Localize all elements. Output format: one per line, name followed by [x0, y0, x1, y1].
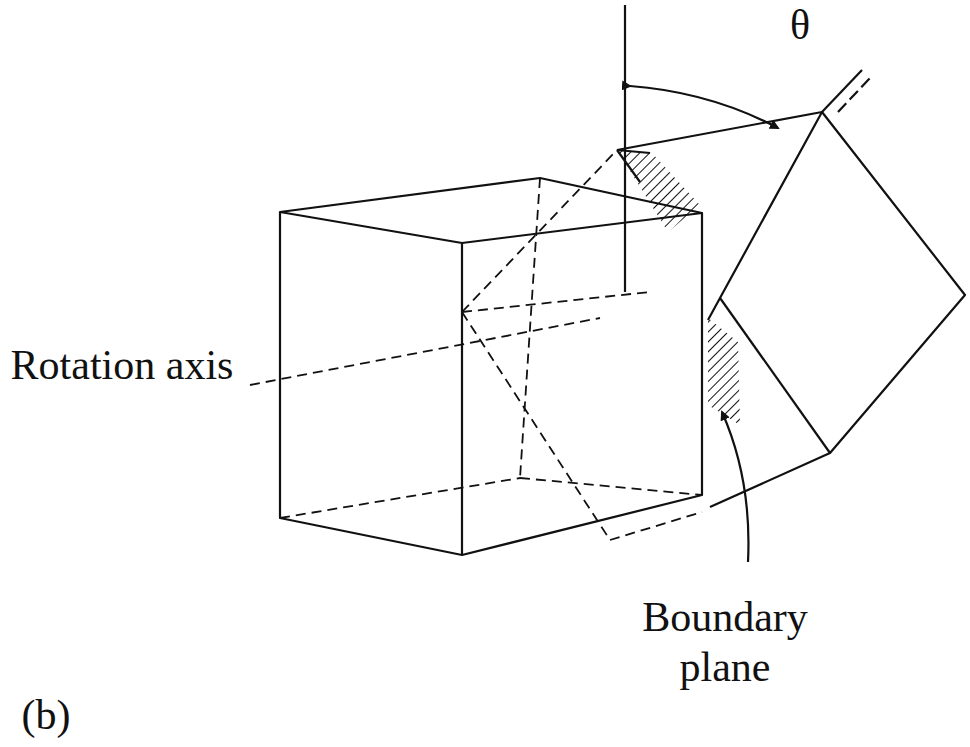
panel-label: (b)	[6, 690, 86, 740]
part-label: Rotation axis	[2, 340, 242, 390]
part-label: Boundary plane	[600, 592, 850, 693]
part-label: θ	[770, 0, 830, 50]
